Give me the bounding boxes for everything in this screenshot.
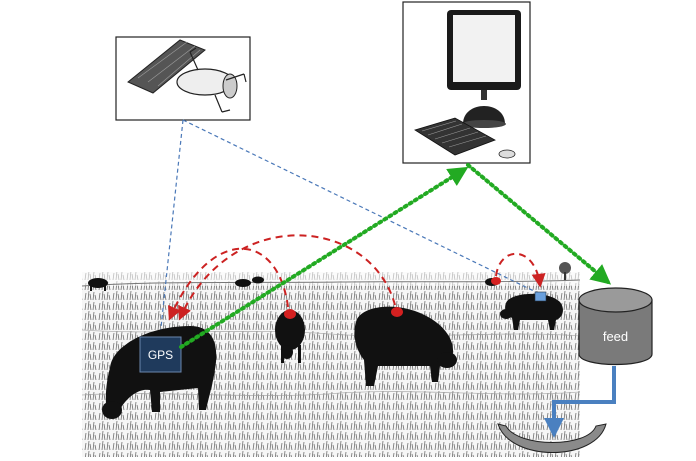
satellite-picture [115,36,251,121]
cow-icon [88,278,108,291]
computer-to-feed-link [466,163,612,285]
feeder-trough-icon [497,423,607,453]
cow-icon [500,293,563,330]
satellite-icon [127,39,247,113]
gps-label: GPS [148,348,173,362]
computer-picture [402,1,531,164]
cow-icon [275,310,305,363]
computer-icon [414,10,521,159]
cow-icon [354,306,457,386]
data-link-to-computer [179,166,469,349]
cow-tag [534,291,547,302]
sensor-dot [391,307,403,317]
sensor-dot [491,277,501,285]
feed-tank-icon: feed [578,287,653,366]
satellite-links [159,119,541,338]
feed-pipe [544,366,616,438]
gps-collar-box: GPS [139,336,182,373]
tree-icon [559,262,571,280]
cow-icon [235,276,264,287]
sensor-dots [284,277,501,319]
sensor-dot [284,309,296,319]
feed-label: feed [603,329,628,344]
